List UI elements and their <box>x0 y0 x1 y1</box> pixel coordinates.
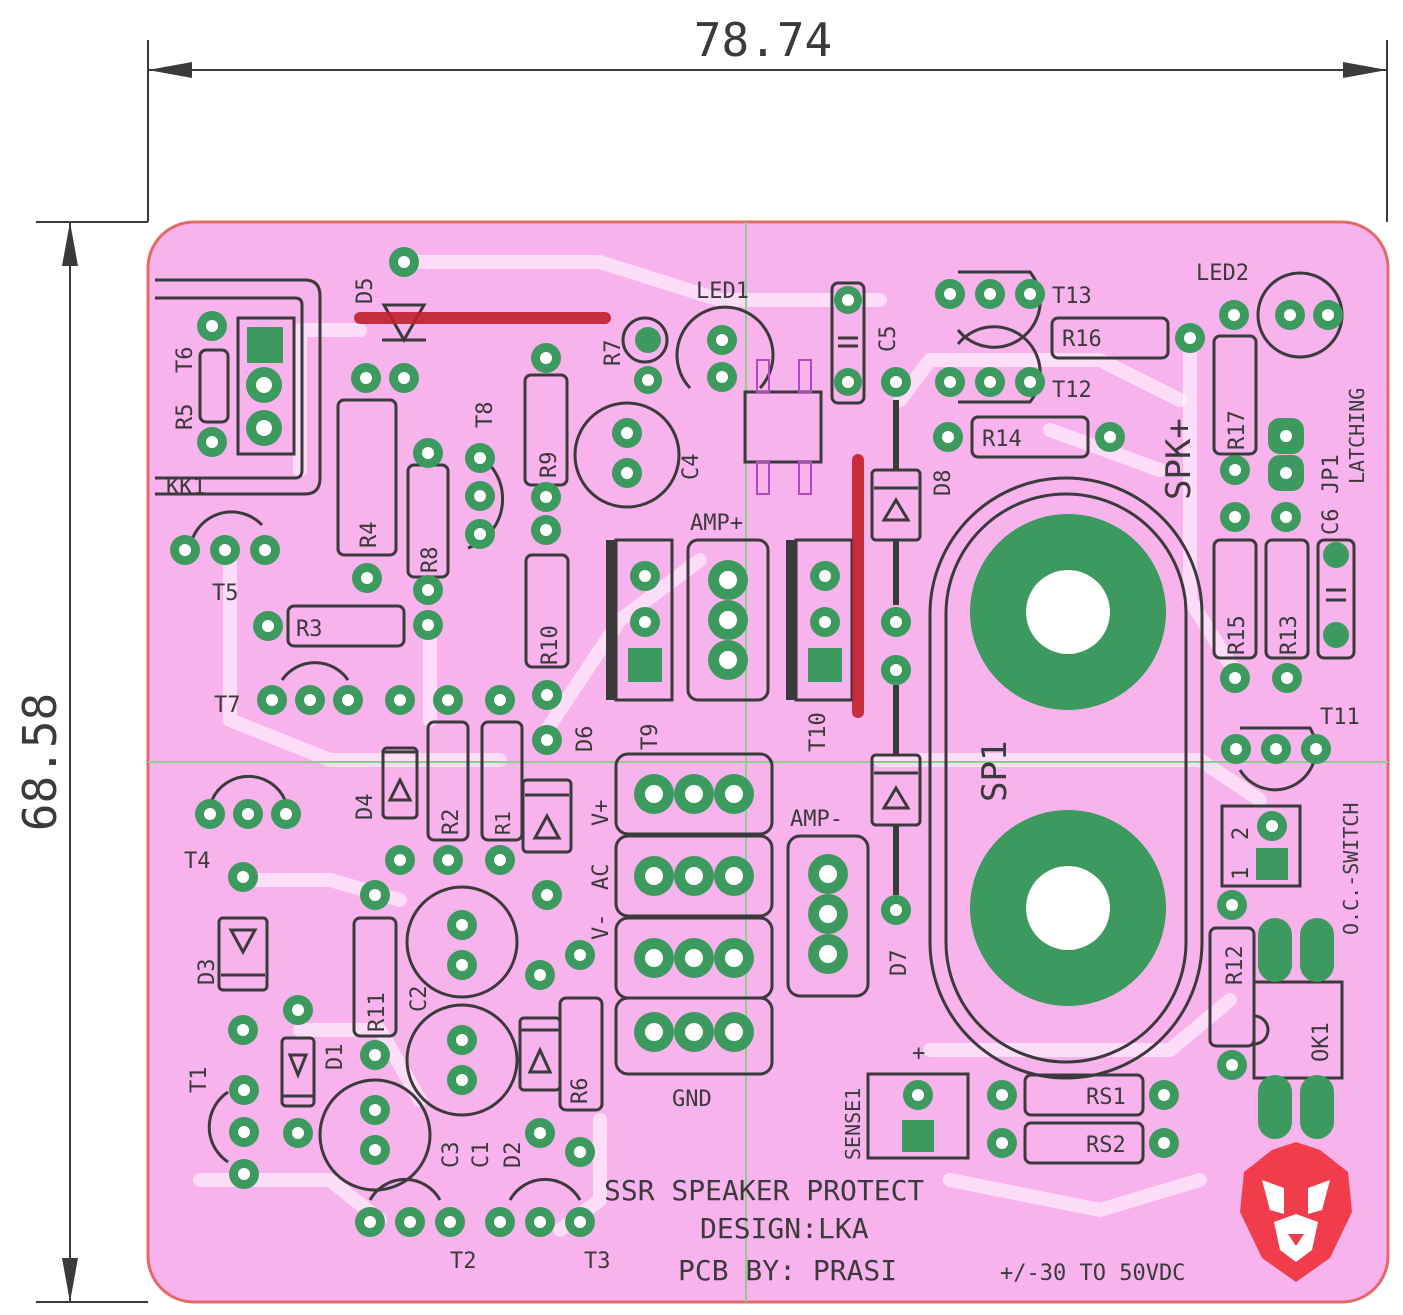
note-design: DESIGN:LKA <box>700 1212 869 1245</box>
label-d5: D5 <box>353 278 378 305</box>
label-d3: D3 <box>195 959 220 986</box>
label-r16: R16 <box>1062 327 1102 352</box>
label-c1: C1 <box>469 1142 494 1169</box>
label-kk1: KK1 <box>166 475 206 500</box>
label-t12: T12 <box>1052 378 1092 403</box>
label-t3: T3 <box>584 1249 611 1274</box>
label-c5: C5 <box>876 326 901 353</box>
label-pin2: 2 <box>1229 827 1254 840</box>
label-d7: D7 <box>887 950 912 977</box>
width-dimension-label: 78.74 <box>694 13 832 67</box>
label-plus: + <box>912 1041 925 1066</box>
label-r8: R8 <box>418 547 443 574</box>
label-r14: R14 <box>982 427 1022 452</box>
label-t5: T5 <box>212 581 239 606</box>
label-amp-plus: AMP+ <box>690 511 743 536</box>
label-r12: R12 <box>1223 945 1248 985</box>
dimension-height: 68.58 <box>13 221 148 1303</box>
label-v-minus: V- <box>589 914 614 941</box>
label-jp1: JP1 <box>1319 454 1344 494</box>
label-d1: D1 <box>323 1044 348 1071</box>
label-gnd: GND <box>672 1087 712 1112</box>
label-amp-minus: AMP- <box>790 807 843 832</box>
label-latching: LATCHING <box>1345 388 1369 484</box>
label-r9: R9 <box>537 452 562 479</box>
label-r7: R7 <box>601 340 626 367</box>
label-r10: R10 <box>538 625 563 665</box>
label-sense1: SENSE1 <box>841 1088 865 1160</box>
kk1-heatsink-outline <box>155 278 322 496</box>
label-r15: R15 <box>1225 615 1250 655</box>
label-r17: R17 <box>1225 410 1250 450</box>
label-r4: R4 <box>357 522 382 549</box>
label-d2: D2 <box>501 1142 526 1169</box>
label-ok1: OK1 <box>1309 1022 1334 1062</box>
label-t10: T10 <box>806 712 831 752</box>
label-rs1: RS1 <box>1086 1085 1126 1110</box>
note-voltage: +/-30 TO 50VDC <box>1000 1261 1185 1286</box>
label-r5: R5 <box>173 404 198 431</box>
label-t11: T11 <box>1320 705 1360 730</box>
label-pin1: 1 <box>1229 867 1254 880</box>
label-c3: C3 <box>439 1142 464 1169</box>
dimension-width: 78.74 <box>147 13 1388 222</box>
label-r1: R1 <box>491 811 515 835</box>
note-title: SSR SPEAKER PROTECT <box>604 1174 924 1207</box>
label-c4: C4 <box>679 454 704 481</box>
label-r11: R11 <box>365 992 390 1032</box>
label-d8: D8 <box>931 470 956 497</box>
label-led1: LED1 <box>696 279 749 304</box>
label-r6: R6 <box>568 1078 593 1105</box>
label-t1: T1 <box>187 1067 212 1094</box>
label-d6: D6 <box>573 726 598 753</box>
label-t7: T7 <box>214 693 241 718</box>
lion-logo-icon <box>1240 1142 1352 1282</box>
silkscreen-labels: D5 R5 T6 KK1 R4 R8 T8 R9 R7 LED1 C4 C5 T… <box>166 261 1369 1287</box>
label-v-plus: V+ <box>589 800 614 827</box>
label-r13: R13 <box>1277 615 1302 655</box>
label-t4: T4 <box>184 849 211 874</box>
label-rs2: RS2 <box>1086 1133 1126 1158</box>
label-r2: R2 <box>439 809 464 836</box>
label-t8: T8 <box>473 402 498 429</box>
label-t6: T6 <box>173 347 198 374</box>
label-t2: T2 <box>450 1249 477 1274</box>
label-c2: C2 <box>407 986 432 1013</box>
label-t13: T13 <box>1052 284 1092 309</box>
note-pcb-by: PCB BY: PRASI <box>678 1254 897 1287</box>
label-r3: R3 <box>296 617 323 642</box>
label-oc-switch: O.C.-SWITCH <box>1339 803 1363 935</box>
label-c6: C6 <box>1319 509 1344 536</box>
label-spk-plus: SPK+ <box>1159 418 1199 500</box>
label-sp1: SP1 <box>975 741 1015 802</box>
label-led2: LED2 <box>1196 261 1249 286</box>
label-t9: T9 <box>638 724 663 751</box>
label-d4: D4 <box>353 794 378 821</box>
label-ac: AC <box>589 864 614 891</box>
height-dimension-label: 68.58 <box>13 693 67 831</box>
